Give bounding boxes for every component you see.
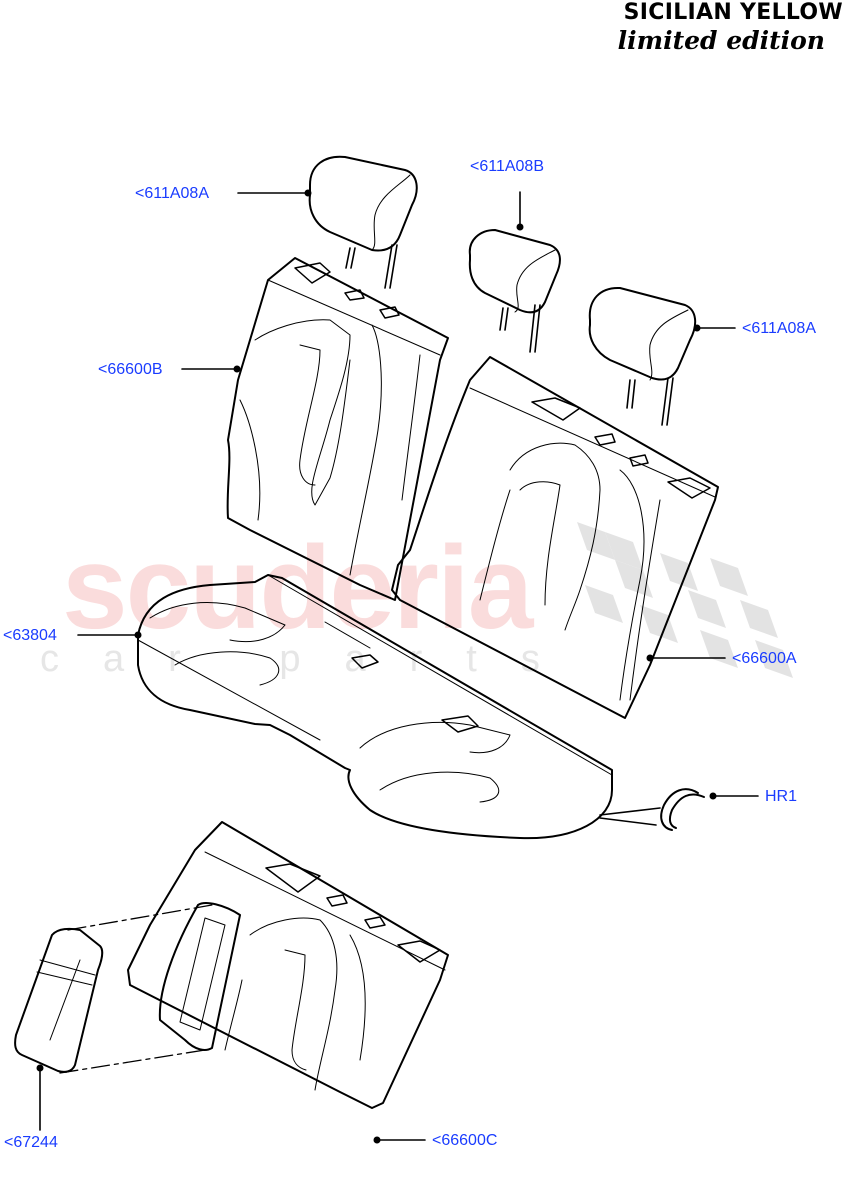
watermark-tagline: car parts xyxy=(40,638,584,680)
seat-back-centre xyxy=(127,821,449,1109)
diagram-subtitle: limited edition xyxy=(617,26,825,55)
callout-seat-cushion[interactable]: <63804 xyxy=(3,627,57,644)
head-restraint-left xyxy=(308,155,418,289)
callout-seat-back-centre[interactable]: <66600C xyxy=(432,1132,498,1149)
callout-hog-ring[interactable]: HR1 xyxy=(765,788,798,805)
hog-ring-part xyxy=(599,788,705,831)
seat-cushion xyxy=(137,574,613,840)
seat-back-left xyxy=(226,257,449,601)
head-restraint-centre xyxy=(468,229,561,353)
armrest-cover xyxy=(14,904,213,1074)
seat-back-right xyxy=(391,356,719,719)
callout-head-restraint-right[interactable]: <611A08A xyxy=(742,320,816,337)
leader-lines xyxy=(39,191,759,1141)
checkered-flag-watermark xyxy=(577,522,793,678)
callout-head-restraint-left[interactable]: <611A08A xyxy=(135,185,209,202)
callout-seat-back-right[interactable]: <66600A xyxy=(732,650,797,667)
callout-seat-back-left[interactable]: <66600B xyxy=(98,361,163,378)
head-restraint-right xyxy=(588,286,697,426)
callout-armrest-cover[interactable]: <67244 xyxy=(4,1134,58,1151)
leader-dots xyxy=(36,189,717,1144)
diagram-title: SICILIAN YELLOW xyxy=(623,0,843,25)
callout-head-restraint-centre[interactable]: <611A08B xyxy=(470,158,544,175)
